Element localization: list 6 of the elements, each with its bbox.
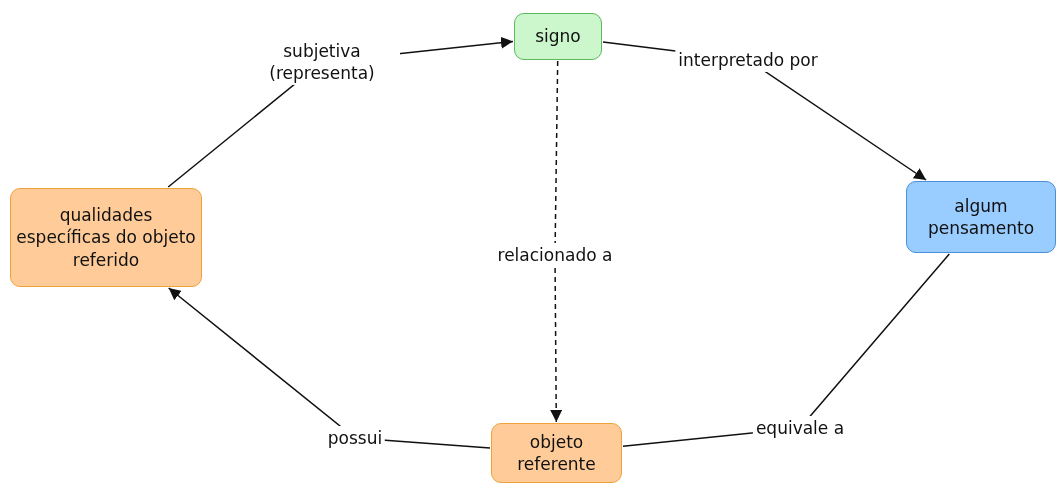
concept-box: objeto referente <box>491 423 622 483</box>
concept-box: qualidades específicas do objeto referido <box>10 188 202 287</box>
concept-box: algum pensamento <box>906 181 1056 253</box>
connector-arrow <box>550 60 563 423</box>
concept-box: signo <box>514 13 602 60</box>
edge-label: interpretado por <box>675 47 821 73</box>
